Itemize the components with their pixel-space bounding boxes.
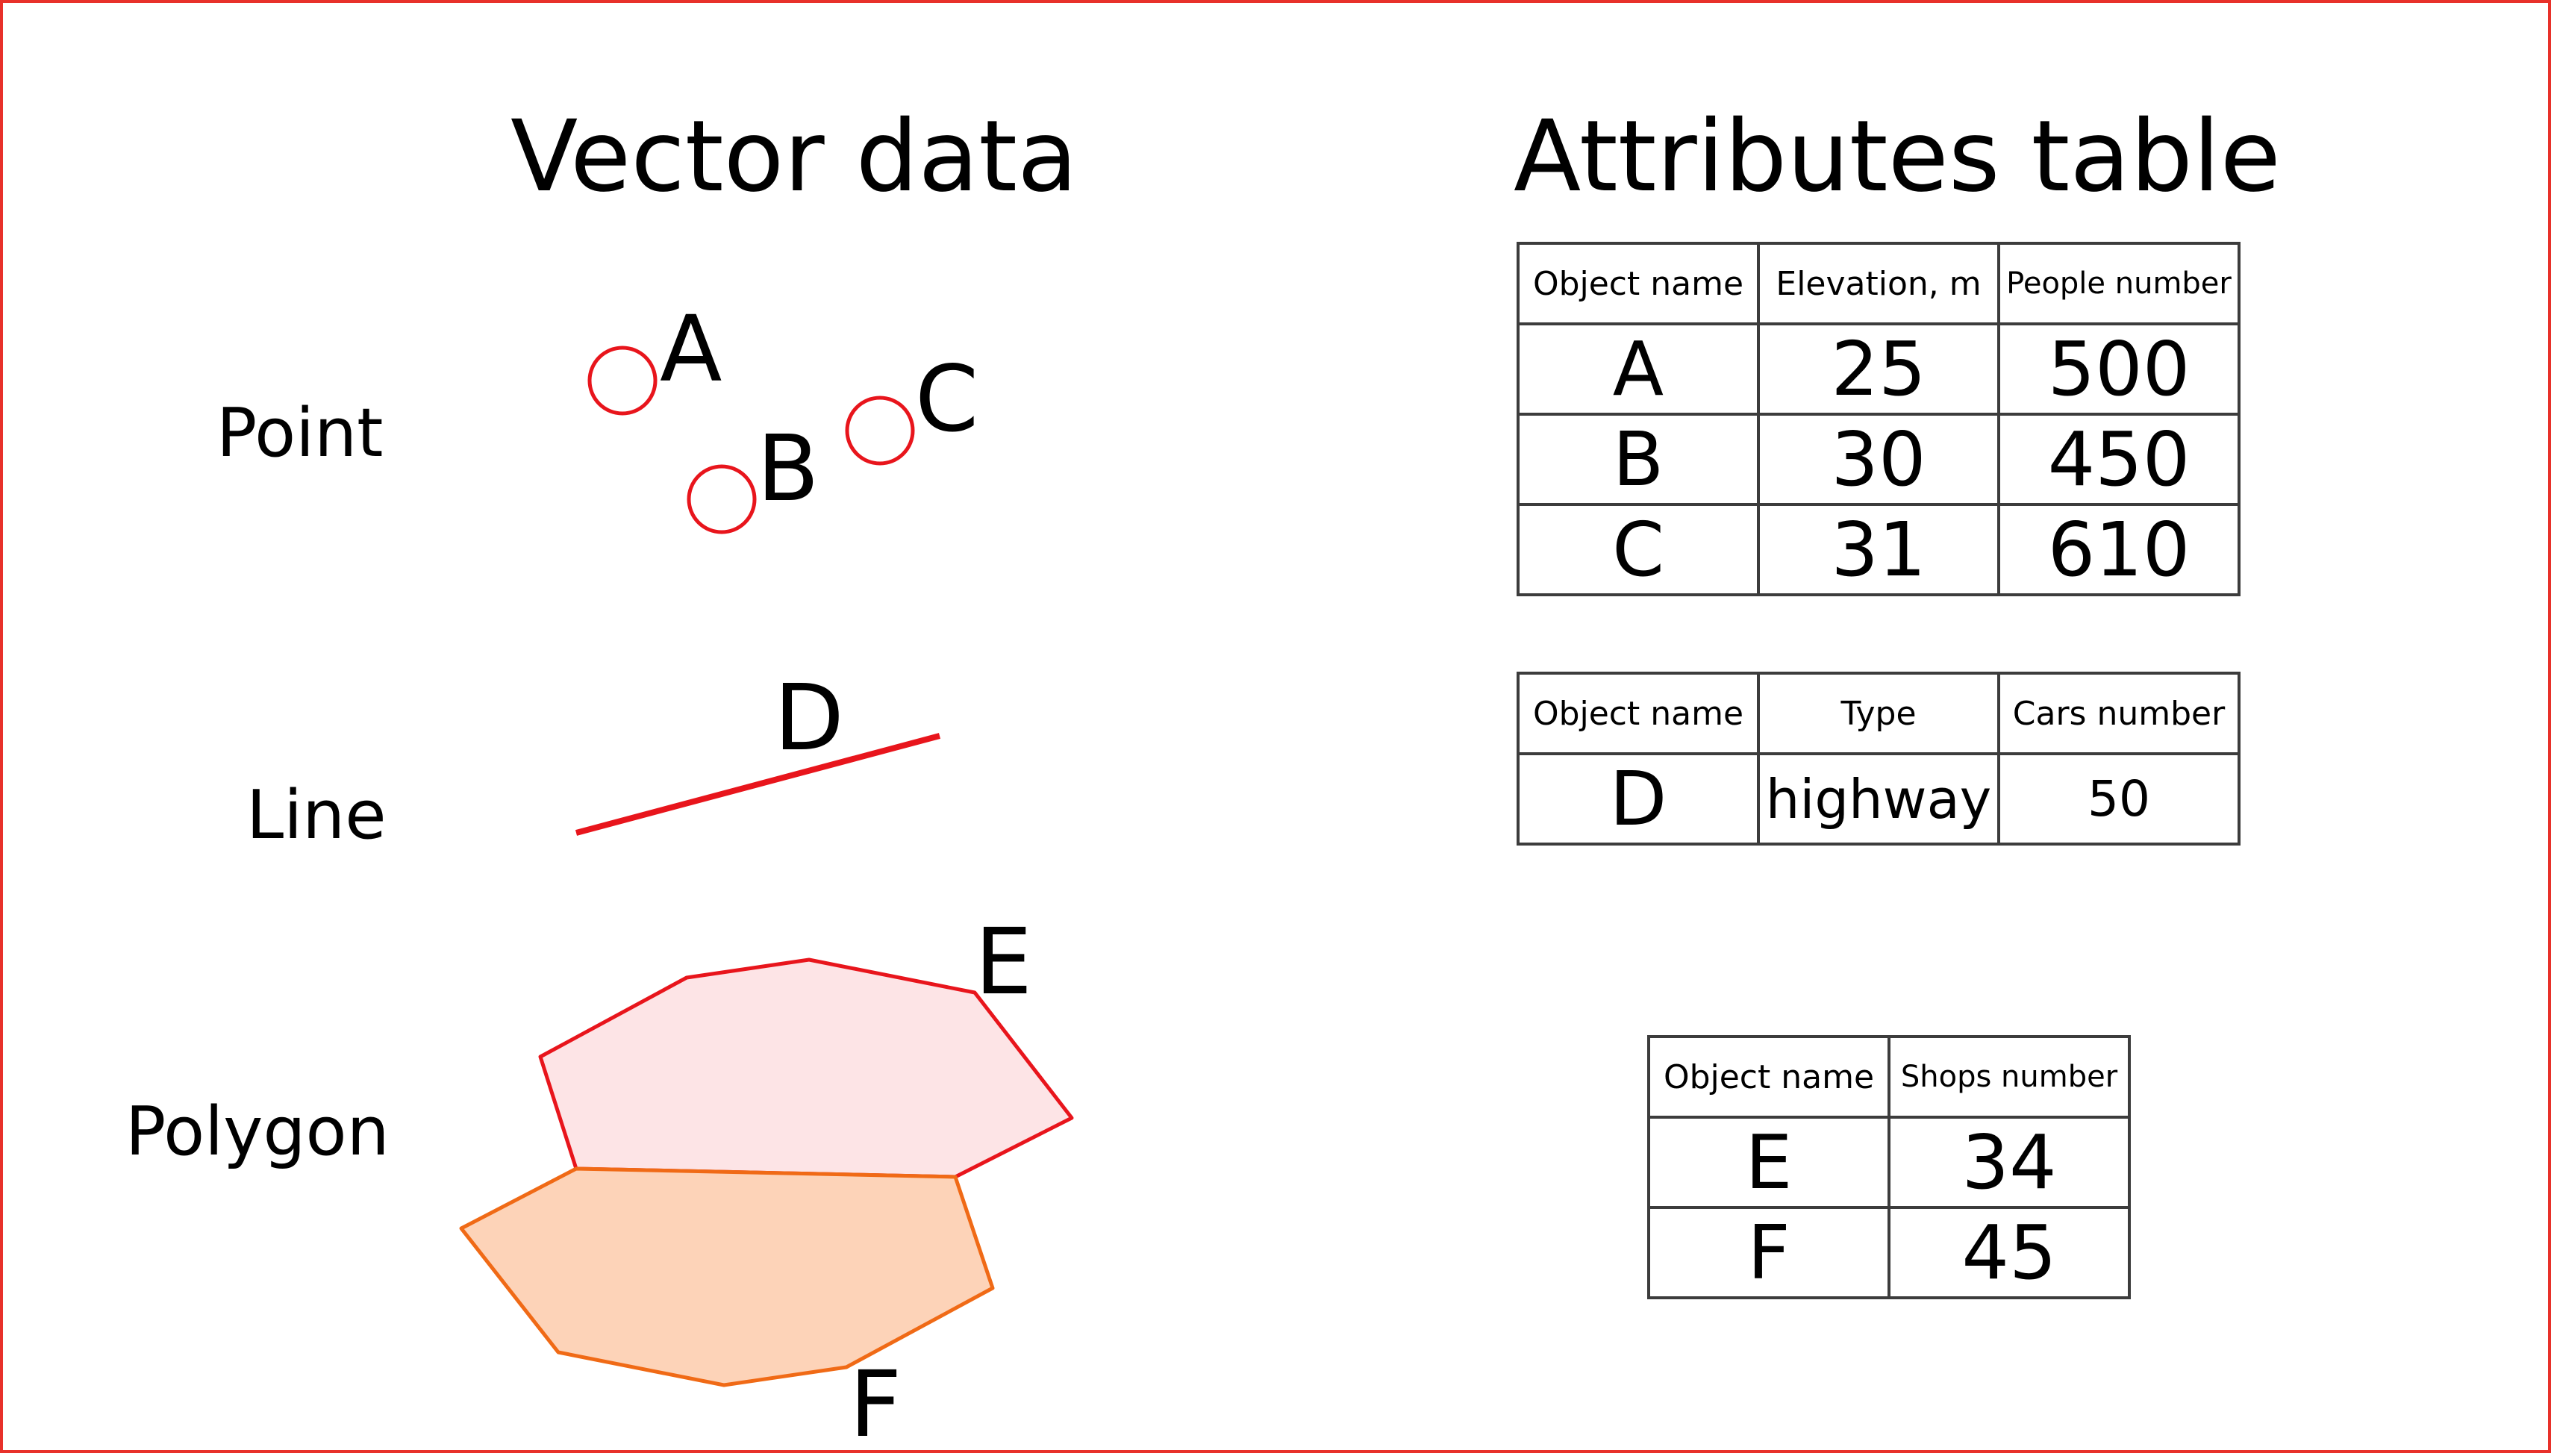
label-c: C (915, 346, 978, 452)
attributes-table-title: Attributes table (1514, 99, 2281, 214)
table-cell: 30 (1757, 413, 2000, 506)
label-a: A (660, 296, 722, 402)
table-cell: B (1517, 413, 1760, 506)
table-header-row: Object name Elevation, m People number (1517, 242, 2241, 325)
header-cell: Type (1757, 672, 2000, 755)
vector-data-title: Vector data (510, 99, 1078, 214)
table-header-row: Object name Type Cars number (1517, 672, 2241, 755)
polygons-attribute-table: Object name Shops number E 34 F 45 (1647, 1035, 2131, 1299)
row-label-point: Point (216, 394, 384, 472)
vector-shapes: A B C D E F (459, 296, 1074, 1456)
table-row: A 25 500 (1517, 322, 2241, 416)
table-cell: E (1647, 1116, 1890, 1209)
table-cell: 45 (1888, 1206, 2131, 1299)
table-cell: D (1517, 752, 1760, 846)
table-cell: F (1647, 1206, 1890, 1299)
table-cell: 610 (1997, 503, 2241, 596)
header-cell: Cars number (1997, 672, 2241, 755)
label-b: B (757, 416, 819, 522)
label-f: F (849, 1352, 902, 1456)
lines-attribute-table: Object name Type Cars number D highway 5… (1517, 672, 2241, 846)
table-cell: highway (1757, 752, 2000, 846)
header-cell: Object name (1517, 242, 1760, 325)
table-row: E 34 (1647, 1116, 2131, 1209)
points-attribute-table: Object name Elevation, m People number A… (1517, 242, 2241, 596)
table-row: D highway 50 (1517, 752, 2241, 846)
point-b (687, 464, 757, 534)
header-cell: Elevation, m (1757, 242, 2000, 325)
table-cell: 50 (1997, 752, 2241, 846)
table-cell: 31 (1757, 503, 2000, 596)
point-c (845, 396, 915, 466)
header-cell: Object name (1517, 672, 1760, 755)
table-cell: 34 (1888, 1116, 2131, 1209)
line-d (575, 733, 941, 836)
label-e: E (975, 909, 1032, 1015)
table-header-row: Object name Shops number (1647, 1035, 2131, 1119)
table-row: B 30 450 (1517, 413, 2241, 506)
header-cell: Shops number (1888, 1035, 2131, 1119)
polygon-f (459, 1166, 995, 1387)
row-label-line: Line (246, 776, 387, 854)
header-cell: Object name (1647, 1035, 1890, 1119)
header-cell: People number (1997, 242, 2241, 325)
point-a (587, 346, 658, 416)
table-cell: A (1517, 322, 1760, 416)
table-cell: C (1517, 503, 1760, 596)
table-cell: 450 (1997, 413, 2241, 506)
table-row: C 31 610 (1517, 503, 2241, 596)
row-label-polygon: Polygon (125, 1093, 390, 1171)
table-cell: 25 (1757, 322, 2000, 416)
table-row: F 45 (1647, 1206, 2131, 1299)
table-cell: 500 (1997, 322, 2241, 416)
label-d: D (774, 665, 844, 771)
